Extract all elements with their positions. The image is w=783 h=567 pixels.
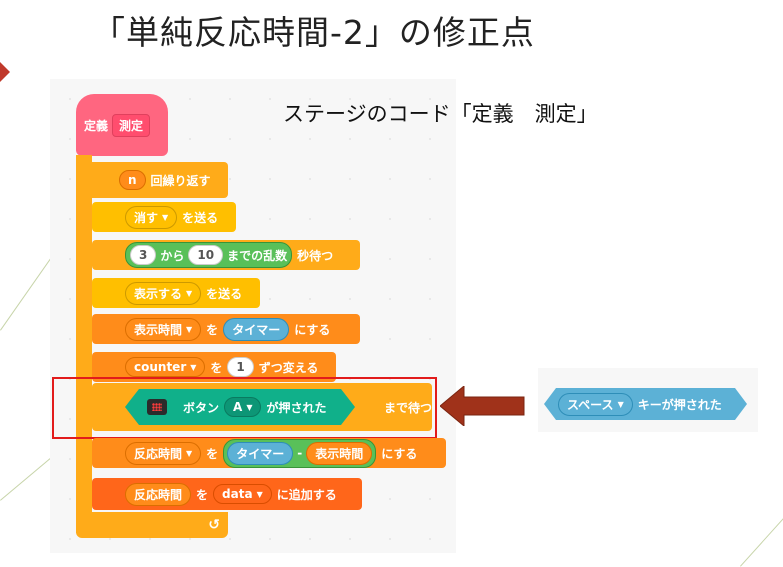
subtract-operator[interactable]: タイマー - 表示時間: [223, 438, 377, 468]
chevron-down-icon: ▼: [186, 448, 193, 458]
wait-random-block[interactable]: 3 から 10 までの乱数 秒待つ: [92, 240, 360, 270]
change-amount[interactable]: 1: [227, 357, 254, 377]
random-operator[interactable]: 3 から 10 までの乱数: [125, 242, 293, 268]
define-hat-block[interactable]: 定義 測定: [76, 94, 168, 156]
set-variable-block[interactable]: 反応時間▼ を タイマー - 表示時間 にする: [92, 438, 446, 468]
variable-reporter[interactable]: 表示時間: [306, 441, 373, 465]
highlight-box: [52, 377, 437, 439]
decor-line: [0, 455, 55, 501]
wait-label: 秒待つ: [297, 248, 334, 263]
loop-arrow-icon: ↺: [208, 517, 220, 533]
slide-bullet-triangle: [0, 62, 10, 82]
chevron-down-icon: ▼: [186, 288, 193, 298]
random-from[interactable]: 3: [130, 245, 157, 265]
chevron-down-icon: ▼: [617, 399, 624, 409]
page-title: 「単純反応時間-2」の修正点: [92, 13, 535, 52]
broadcast-block[interactable]: 消す▼ を送る: [92, 202, 236, 232]
define-name: 測定: [112, 113, 151, 137]
repeat-end: ↺: [76, 512, 228, 538]
timer-reporter[interactable]: タイマー: [223, 317, 290, 341]
set-variable-block[interactable]: 表示時間▼ を タイマー にする: [92, 314, 360, 344]
random-to[interactable]: 10: [188, 245, 224, 265]
timer-reporter[interactable]: タイマー: [227, 441, 294, 465]
variable-dropdown[interactable]: counter▼: [125, 357, 206, 377]
key-dropdown[interactable]: スペース▼: [558, 393, 633, 416]
list-dropdown[interactable]: data▼: [213, 484, 272, 504]
define-label: 定義: [84, 118, 109, 133]
repeat-label: 回繰り返す: [150, 173, 211, 188]
button-dropdown[interactable]: A▼: [224, 397, 261, 417]
add-to-list-block[interactable]: 反応時間 を data▼ に追加する: [92, 478, 362, 510]
broadcast-label: を送る: [206, 286, 243, 301]
chevron-down-icon: ▼: [186, 324, 193, 334]
broadcast-dropdown[interactable]: 表示する▼: [125, 281, 202, 305]
wait-until-label: まで待つ: [384, 400, 433, 415]
chevron-down-icon: ▼: [162, 212, 169, 222]
repeat-count[interactable]: n: [119, 170, 146, 190]
variable-dropdown[interactable]: 表示時間▼: [125, 317, 202, 341]
caption: ステージのコード「定義 測定」: [283, 102, 598, 126]
repeat-c-arm: [76, 155, 92, 533]
left-arrow-icon: [440, 386, 525, 426]
repeat-block[interactable]: n 回繰り返す: [76, 162, 228, 198]
broadcast-block[interactable]: 表示する▼ を送る: [92, 278, 260, 308]
key-pressed-block[interactable]: スペース▼ キーが押された: [544, 388, 747, 420]
broadcast-label: を送る: [182, 210, 219, 225]
decor-line: [740, 447, 783, 567]
chevron-down-icon: ▼: [246, 402, 253, 412]
chevron-down-icon: ▼: [256, 489, 263, 499]
variable-reporter[interactable]: 反応時間: [125, 482, 192, 506]
microbit-button-pressed[interactable]: ボタン A▼ が押された: [125, 389, 355, 425]
microbit-icon: [147, 399, 167, 415]
broadcast-dropdown[interactable]: 消す▼: [125, 205, 178, 229]
variable-dropdown[interactable]: 反応時間▼: [125, 441, 202, 465]
chevron-down-icon: ▼: [190, 362, 197, 372]
